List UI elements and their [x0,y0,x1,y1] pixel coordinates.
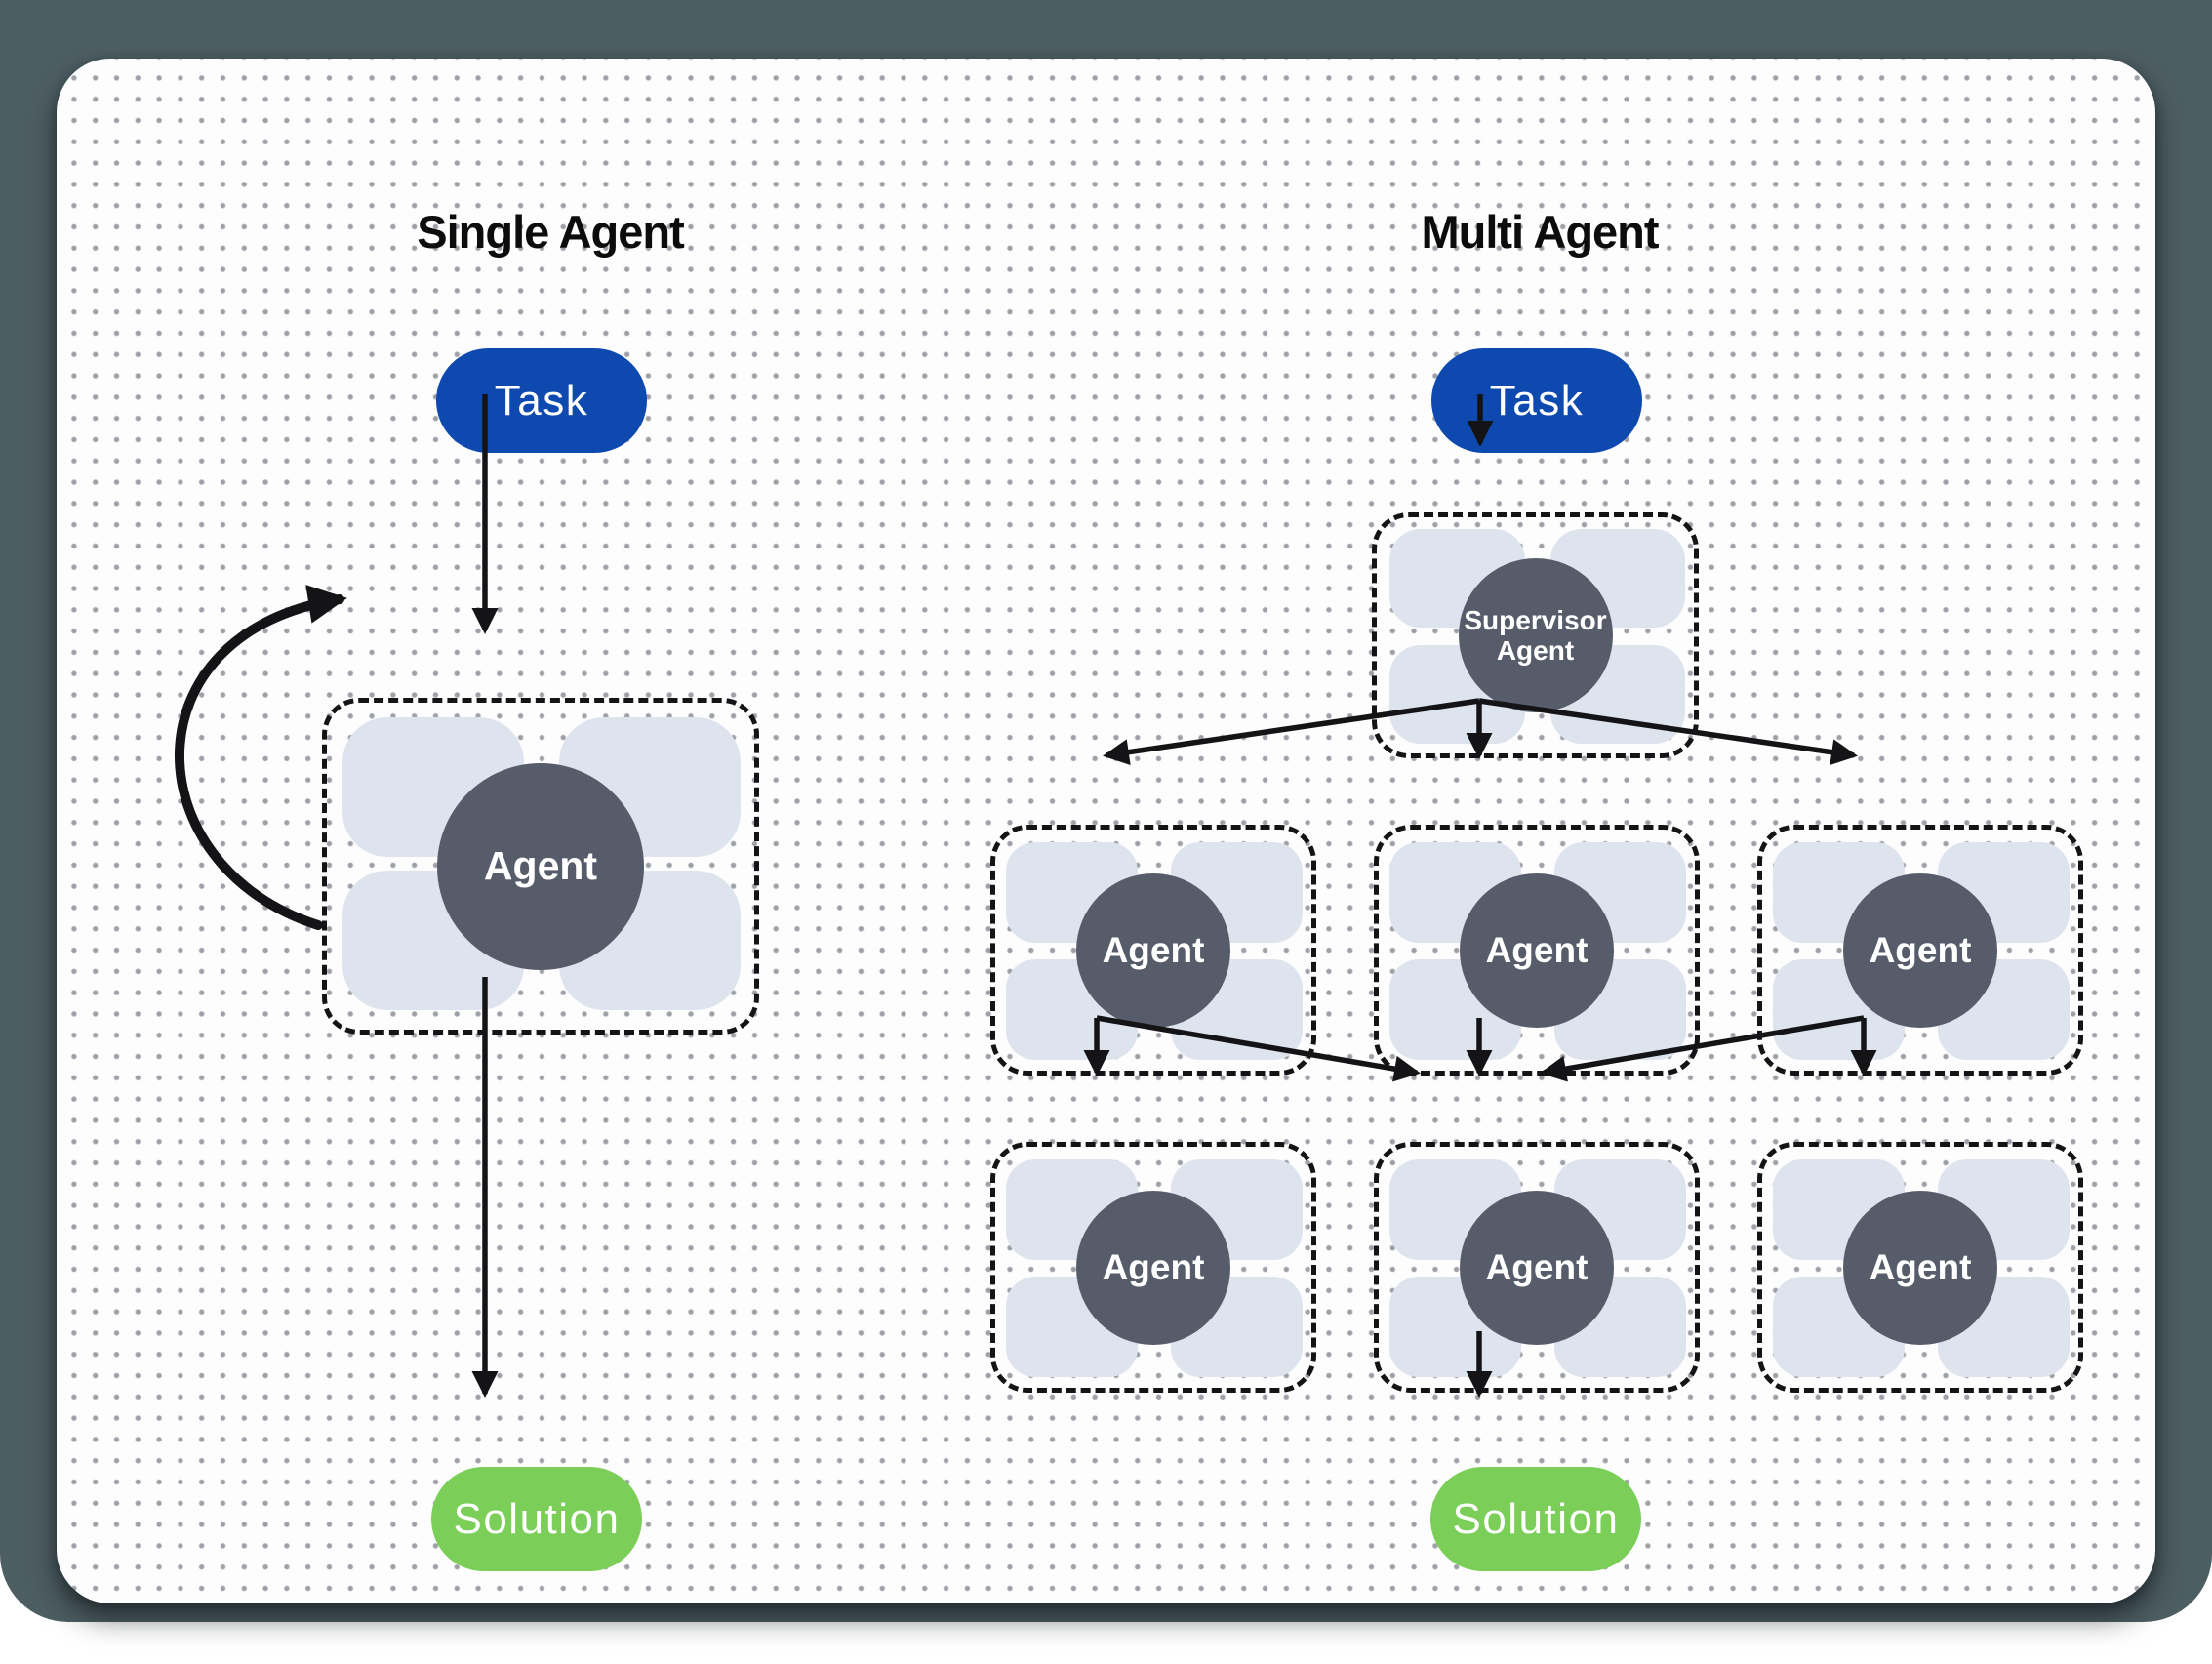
worker-agent-box-4: Agent [990,1142,1316,1393]
worker-agent-label-6: Agent [1869,1246,1972,1287]
single-solution-label: Solution [453,1494,621,1543]
worker-agent-label-1: Agent [1102,929,1205,970]
diagram-card: Single Agent Task Agent Solution Multi A… [57,59,2155,1603]
supervisor-agent-label: Supervisor Agent [1464,604,1607,666]
worker-agent-label-3: Agent [1869,929,1972,970]
worker-agent-circle-5: Agent [1460,1190,1614,1345]
worker-agent-circle-3: Agent [1843,873,1997,1028]
worker-agent-label-5: Agent [1485,1246,1589,1287]
multi-solution-label: Solution [1452,1494,1620,1543]
multi-task-label: Task [1489,376,1585,425]
worker-agent-label-4: Agent [1102,1246,1205,1287]
worker-agent-box-3: Agent [1757,825,2083,1076]
single-agent-circle: Agent [437,762,644,970]
worker-agent-circle-4: Agent [1076,1190,1230,1345]
supervisor-agent-circle: Supervisor Agent [1458,558,1613,712]
single-agent-label: Agent [483,843,598,888]
single-task-label: Task [494,376,589,425]
single-solution-node: Solution [431,1467,642,1571]
multi-task-node: Task [1431,348,1642,453]
single-task-node: Task [436,348,647,453]
worker-agent-circle-6: Agent [1843,1190,1997,1345]
worker-agent-box-1: Agent [990,825,1316,1076]
worker-agent-box-2: Agent [1374,825,1700,1076]
worker-agent-box-5: Agent [1374,1142,1700,1393]
single-agent-title: Single Agent [417,206,684,258]
worker-agent-circle-2: Agent [1460,873,1614,1028]
supervisor-agent-box: Supervisor Agent [1372,512,1699,758]
multi-solution-node: Solution [1430,1467,1641,1571]
worker-agent-box-6: Agent [1757,1142,2083,1393]
multi-agent-title: Multi Agent [1421,206,1659,258]
single-agent-box: Agent [322,698,759,1035]
worker-agent-label-2: Agent [1485,929,1589,970]
worker-agent-circle-1: Agent [1076,873,1230,1028]
